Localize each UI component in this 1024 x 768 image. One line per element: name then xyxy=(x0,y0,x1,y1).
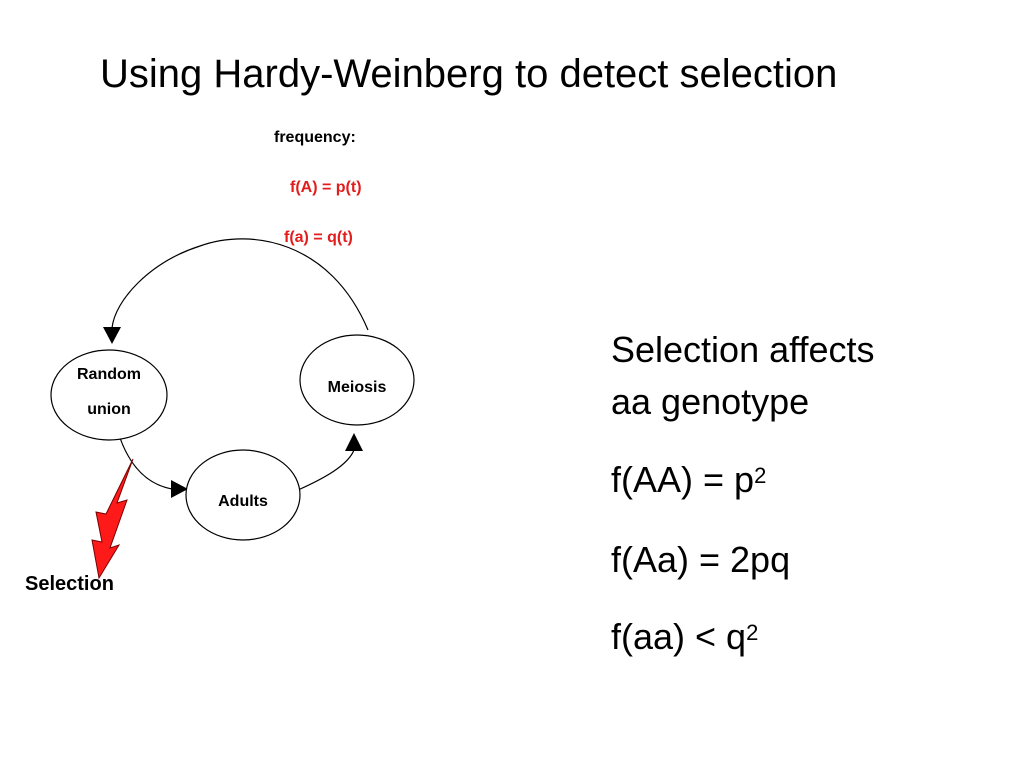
arc-random-to-adults xyxy=(117,431,173,490)
arrowhead-to-adults xyxy=(171,480,188,498)
slide-title: Using Hardy-Weinberg to detect selection xyxy=(100,52,838,96)
random-union-label-line1: Random xyxy=(77,366,141,383)
genotype-AA-exponent: 2 xyxy=(754,463,767,488)
arc-adults-to-meiosis xyxy=(297,449,355,491)
arrowhead-to-meiosis xyxy=(345,433,363,451)
genotype-AA-text: f(AA) = p xyxy=(611,459,755,500)
genotype-Aa-frequency: f(Aa) = 2pq xyxy=(611,539,791,580)
random-union-label-line2: union xyxy=(87,401,131,418)
frequency-label: frequency: xyxy=(274,129,356,146)
genotype-AA-frequency: f(AA) = p2 xyxy=(611,458,766,502)
meiosis-label: Meiosis xyxy=(327,379,387,396)
random-union-node xyxy=(50,349,168,441)
freq-a-label: f(a) = q(t) xyxy=(284,229,353,246)
selection-lightning-icon xyxy=(91,458,134,580)
genotype-aa-exponent: 2 xyxy=(746,620,759,645)
meiosis-node xyxy=(299,334,415,426)
arc-meiosis-to-random xyxy=(111,238,369,331)
arrowhead-to-random xyxy=(103,327,121,344)
right-heading-line2: aa genotype xyxy=(611,381,810,422)
adults-label: Adults xyxy=(218,493,268,510)
genotype-aa-text: f(aa) < q xyxy=(611,616,747,657)
freq-A-label: f(A) = p(t) xyxy=(290,179,362,196)
genotype-aa-frequency: f(aa) < q2 xyxy=(611,615,758,659)
selection-label: Selection xyxy=(25,573,114,595)
right-heading-line1: Selection affects xyxy=(611,329,875,370)
adults-node xyxy=(185,449,301,541)
